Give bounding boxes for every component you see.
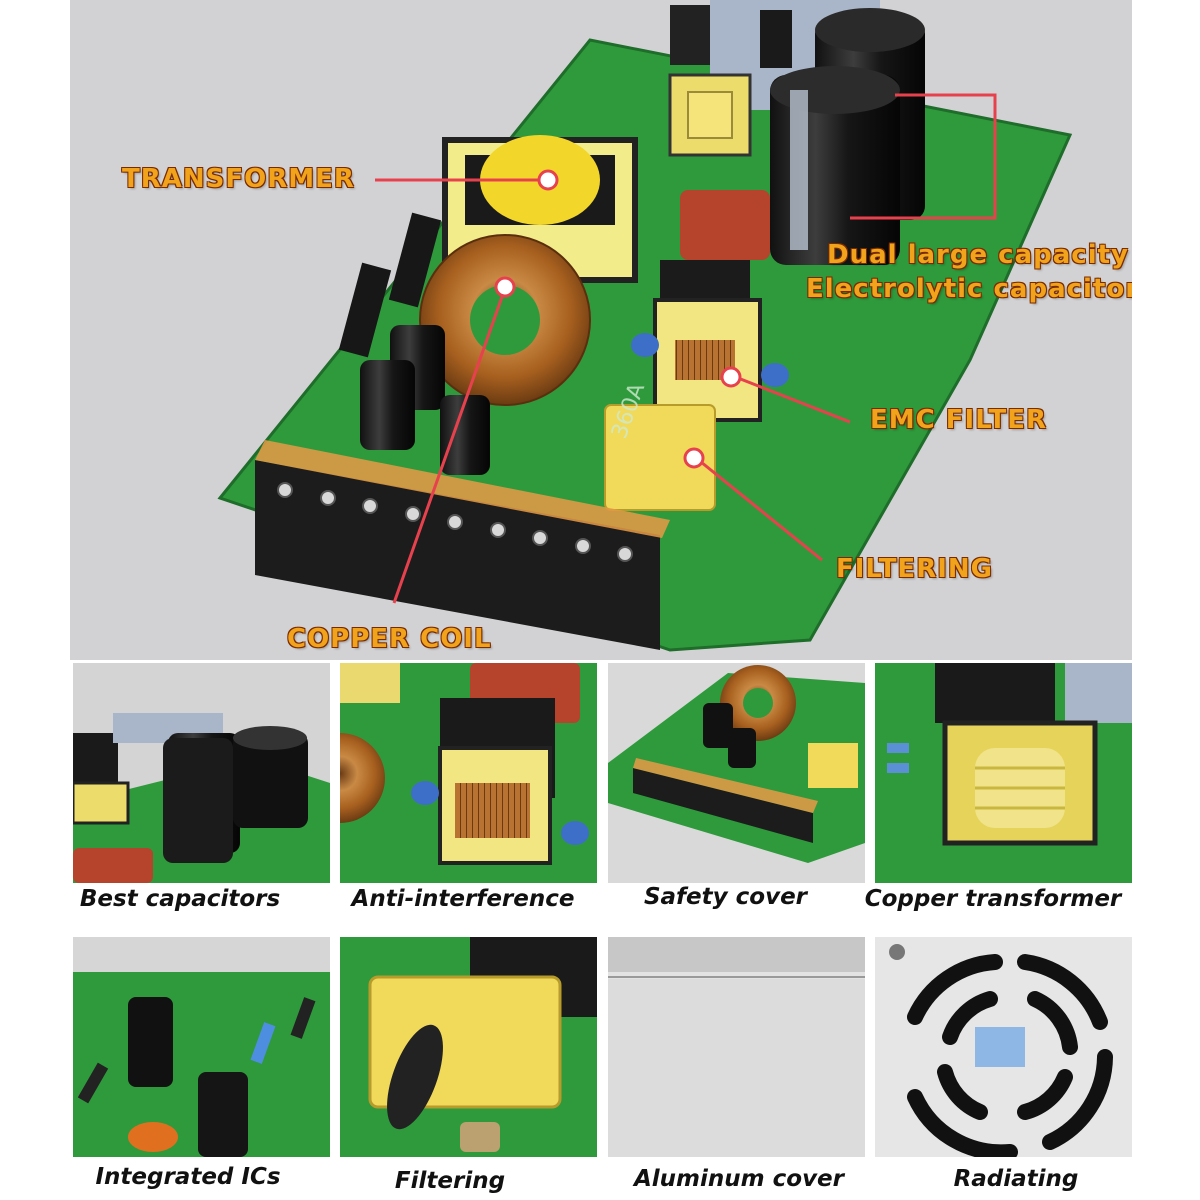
emc-filter-photo [340,663,597,883]
caption-copper-transformer: Copper transformer [864,886,1122,912]
power-supply-board-illustration: 360A [217,0,1073,652]
caption-integrated-ics: Integrated ICs [95,1164,281,1190]
fan-grille-photo [875,937,1132,1157]
caption-filtering: Filtering [394,1168,506,1194]
callout-copper-coil: COPPER COIL [287,624,492,654]
thumb-radiating [875,937,1132,1157]
thumb-aluminum-cover [608,937,865,1157]
terminal-block-photo [608,663,865,883]
caption-safety-cover: Safety cover [643,884,808,910]
caption-aluminum-cover: Aluminum cover [634,1166,844,1192]
thumb-copper-transformer [875,663,1132,883]
thumb-integrated-ics [73,937,330,1157]
callout-capacitor-line2: Electrolytic capacitor [806,274,1132,304]
thumb-anti-interference [340,663,597,883]
thumb-filtering [340,937,597,1157]
thumb-best-capacitors [73,663,330,883]
terminal-block [255,460,660,650]
hero-board-photo: 360A TRANSFORMER Dual large capacity Ele… [70,0,1132,660]
filter-capacitor [604,404,716,511]
caption-best-capacitors: Best capacitors [79,886,281,912]
filter-capacitor-photo [340,937,597,1157]
callout-emc-filter: EMC FILTER [870,405,1047,435]
aluminum-cover-photo [608,937,865,1157]
integrated-circuit-photo [73,937,330,1157]
callout-transformer: TRANSFORMER [122,164,355,194]
callout-capacitor-line1: Dual large capacity [827,240,1129,270]
caption-radiating: Radiating [953,1166,1079,1192]
callout-filtering: FILTERING [836,554,993,584]
caption-anti-interference: Anti-interference [351,886,575,912]
transformer-photo [875,663,1132,883]
thumb-safety-cover [608,663,865,883]
